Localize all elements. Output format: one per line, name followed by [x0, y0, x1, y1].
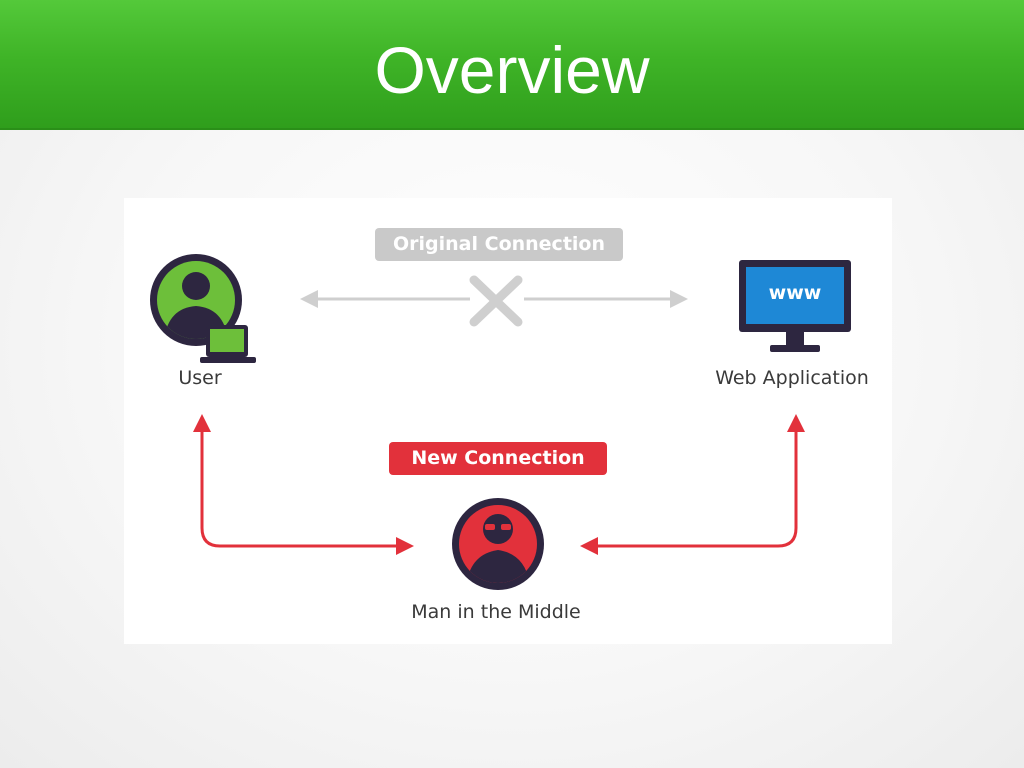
page-title: Overview — [374, 33, 650, 107]
new-connection-arrows — [193, 414, 805, 555]
title-bar: Overview — [0, 0, 1024, 130]
monitor-www-icon: www — [739, 260, 851, 352]
masked-attacker-icon — [452, 498, 544, 590]
man-in-the-middle-label: Man in the Middle — [411, 601, 581, 623]
x-mark-icon — [469, 275, 523, 327]
web-application-label: Web Application — [715, 367, 869, 389]
mitm-diagram: www Original Connection New Connection U… — [124, 198, 892, 644]
www-text: www — [769, 282, 822, 304]
user-label: User — [178, 367, 222, 389]
original-connection-label: Original Connection — [375, 228, 623, 261]
original-connection-arrows — [300, 290, 688, 308]
diagram-canvas: www — [150, 254, 851, 590]
user-with-laptop-icon — [150, 254, 256, 363]
new-connection-label: New Connection — [389, 442, 607, 475]
